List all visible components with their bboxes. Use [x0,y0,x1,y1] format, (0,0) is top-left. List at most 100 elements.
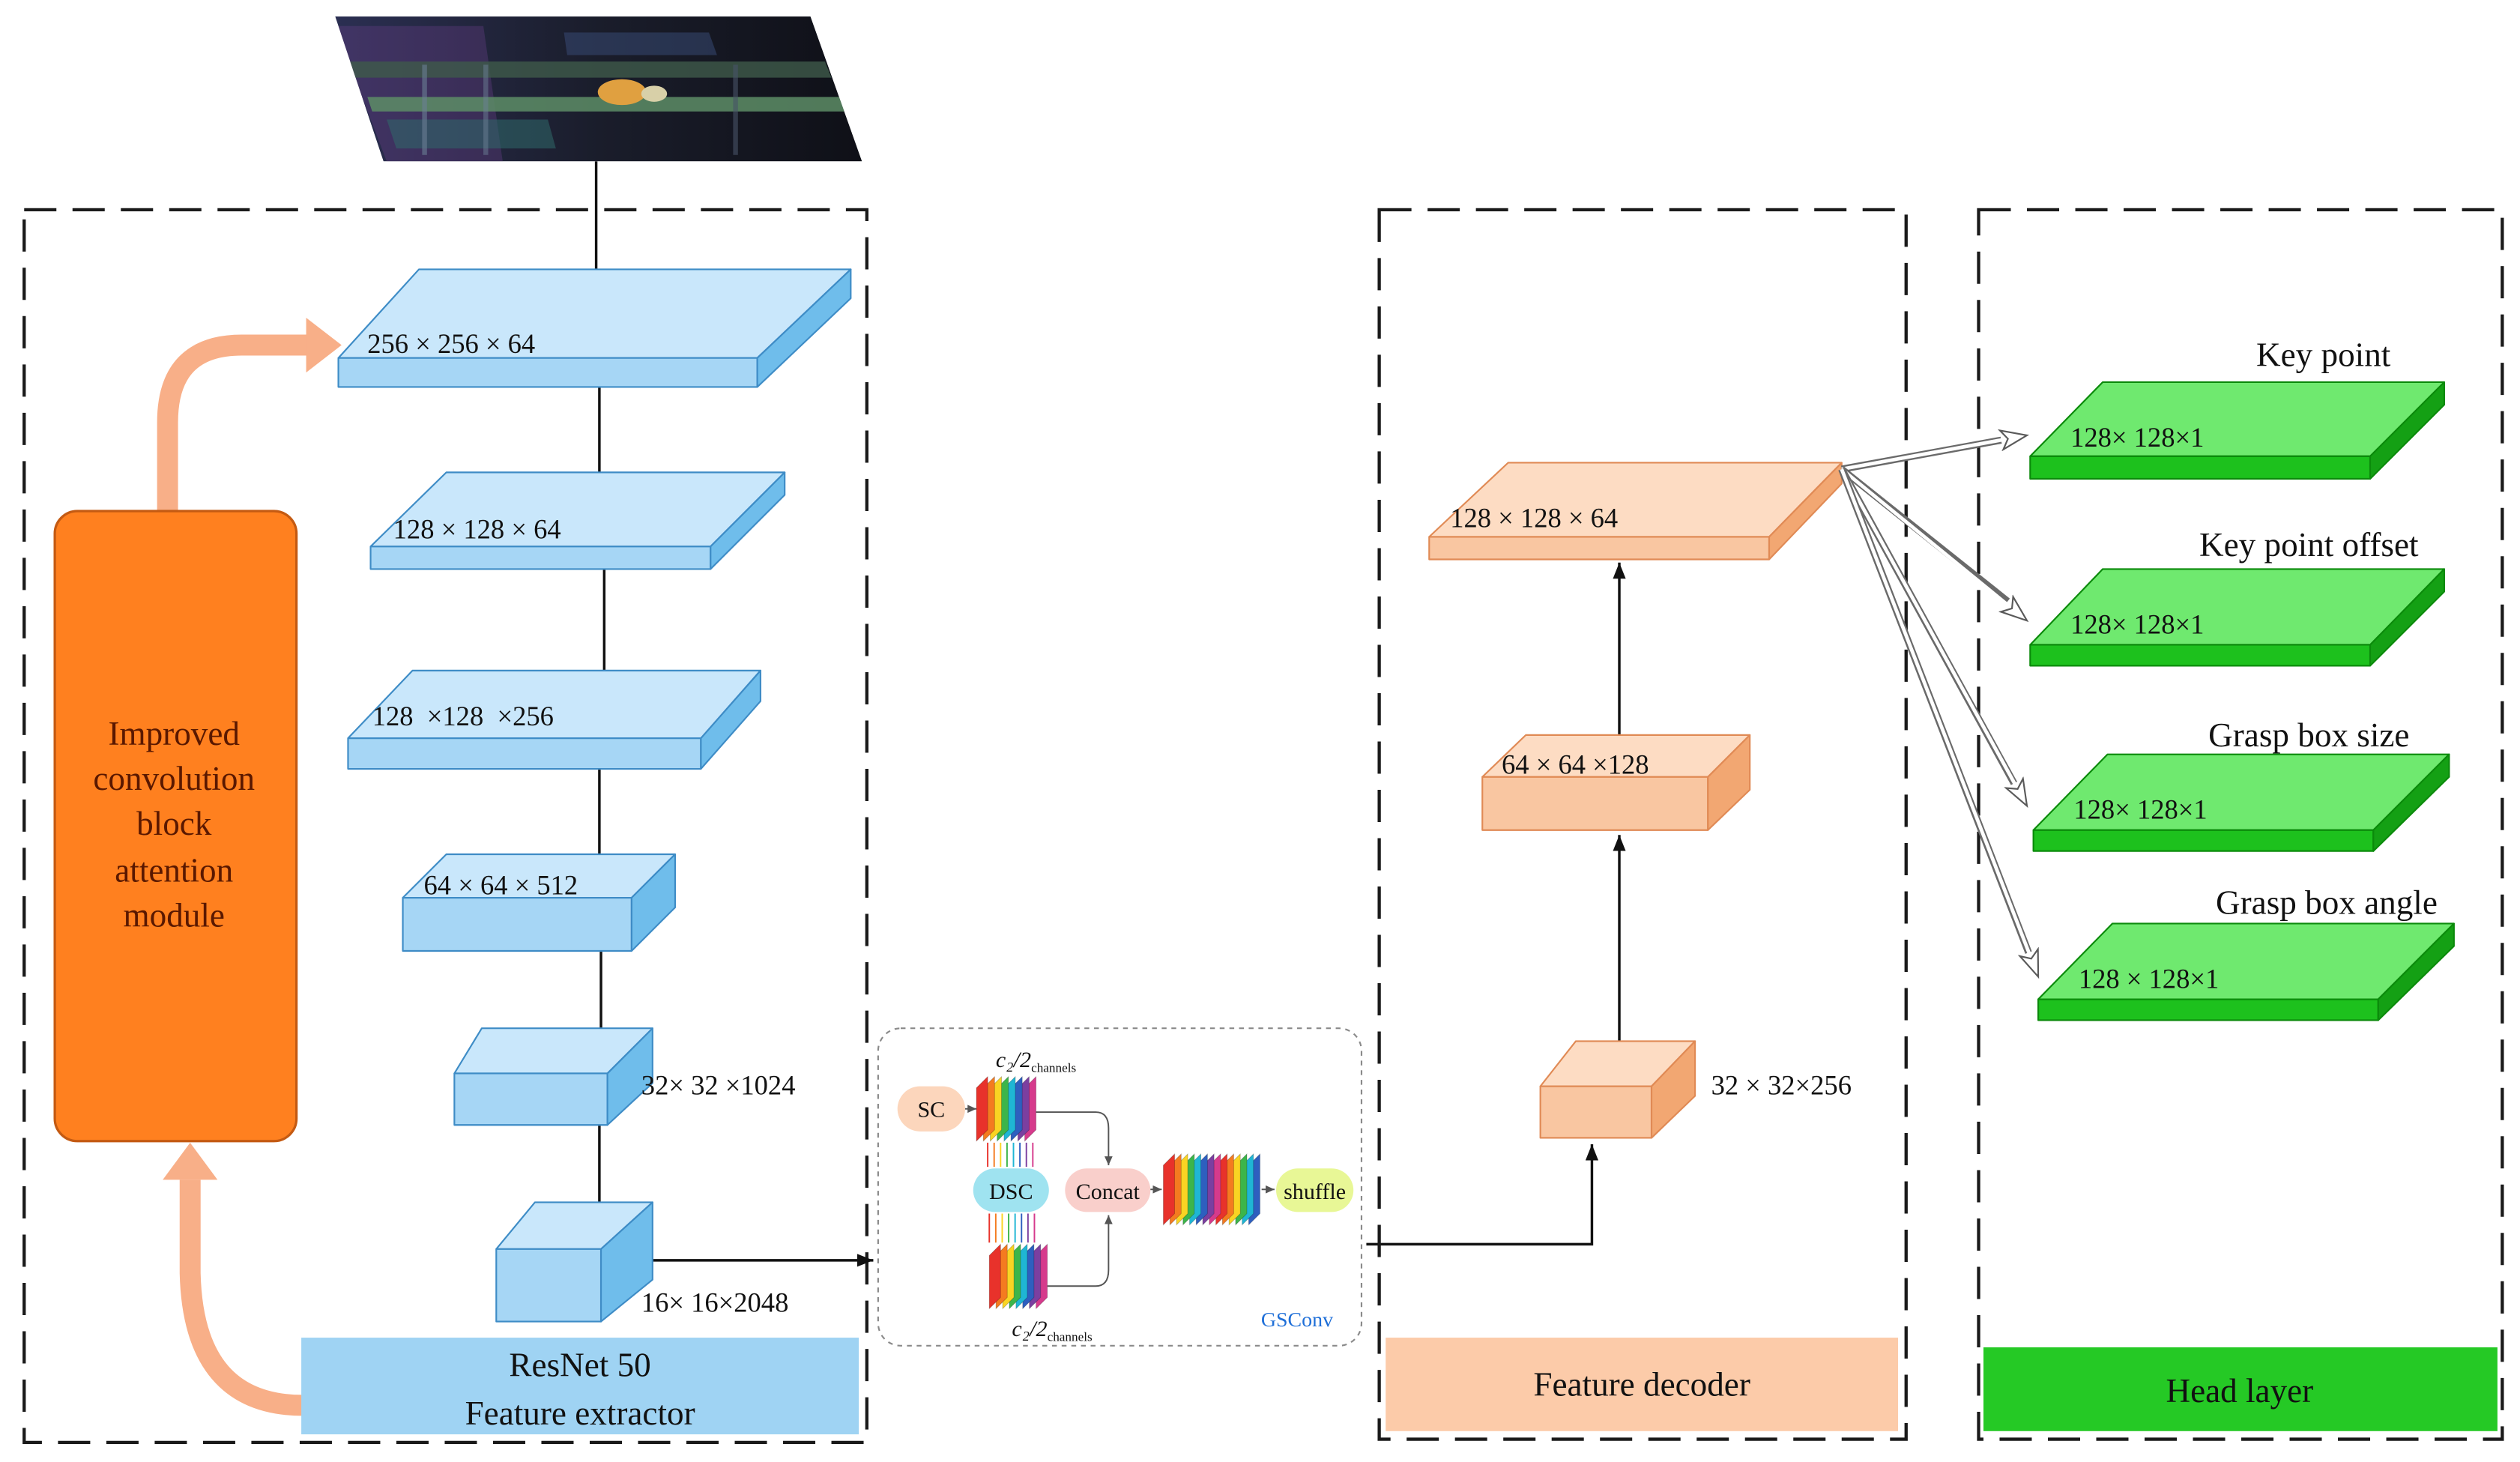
layer-shape-label: 64 × 64 × 512 [424,870,578,901]
layer-shape-label: 128 ×128 ×256 [372,701,554,731]
head-layer-caption: Head layer [2166,1372,2313,1410]
gsconv-module: c₂/2channels SC DSC Concat shuffle [877,1027,1363,1347]
decoder-layer-1: 128 × 128 × 64 [1428,462,1843,561]
gsconv-title: GSConv [1261,1308,1333,1332]
dsc-input-lines [987,1142,1034,1168]
layer-shape-label: 128× 128×1 [2073,794,2207,825]
head-output-name: Key point offset [2199,526,2419,564]
head-output-name: Grasp box size [2208,716,2409,754]
head-output-name: Key point [2256,336,2391,373]
extractor-layer-4: 64 × 64 × 512 [402,853,677,952]
concat-label: Concat [1076,1179,1140,1204]
stack-bottom-to-concat-arrow [1047,1215,1113,1287]
feature-decoder-caption-box: Feature decoder [1386,1338,1899,1431]
layer-shape-label: 128× 128×1 [2070,608,2204,639]
gsconv-stack-bottom [988,1243,1048,1310]
head-output-grasp-box-size: Grasp box size 128× 128×1 [2032,716,2450,852]
slab-side-face [1707,734,1751,831]
gsconv-to-decoder-arrow [1366,1144,1599,1246]
layer-shape-label: 32× 32 ×1024 [641,1069,796,1100]
decoder-layer-3: 32 × 32×256 [1539,1040,1852,1139]
slab-side-face [1768,462,1843,561]
slab-side-face [2377,922,2455,1021]
slab-front-face [1481,776,1709,831]
shuffle-label: shuffle [1284,1179,1346,1204]
attention-feedback-arrow-top [157,317,342,513]
head-output-key-point-offset: Key point offset 128× 128×1 [2029,526,2446,667]
dsc-output-lines [988,1213,1036,1243]
head-arrow-key-point [1840,435,2027,473]
layer-shape-label: 128× 128×1 [2070,422,2204,453]
head-layer-frame [1977,208,2504,1441]
feature-decoder-frame [1377,208,1908,1441]
layer-shape-label: 128 × 128 × 64 [1450,502,1618,533]
feature-extractor-frame [22,208,868,1444]
attention-module-line: convolution [93,760,255,797]
gsconv-stack-merged [1163,1153,1260,1226]
channel-slice [988,1243,1001,1310]
slab-front-face [369,546,712,570]
slab-side-face [756,268,852,388]
slab-front-face [1539,1085,1653,1139]
attention-module-line: module [124,897,225,934]
slab-front-face [1428,536,1771,561]
slab-front-face [347,737,702,770]
feature-extractor-caption: ResNet 50 [509,1347,650,1384]
slab-side-face [710,471,786,570]
slab-side-face [2369,568,2446,667]
slab-side-face [1650,1040,1696,1139]
layer-shape-label: 64 × 64 ×128 [1502,749,1649,779]
gsconv-stack-top [976,1075,1037,1142]
extractor-layer-6: 16× 16×2048 [495,1201,789,1323]
slab-front-face [337,357,758,388]
head-arrow-key-point-offset [1839,466,2027,620]
slab-side-face [2369,381,2446,480]
slab-front-face [495,1248,602,1323]
attention-module-line: Improved [108,715,240,752]
head-arrow-grasp-box-size [1838,467,2029,806]
dsc-label: DSC [989,1179,1033,1204]
head-output-name: Grasp box angle [2216,884,2438,922]
attention-module-line: attention [115,852,233,889]
layer-shape-label: 128 × 128×1 [2079,963,2219,994]
head-arrow-grasp-box-angle [1838,468,2040,976]
channel-slice [976,1075,988,1142]
layer-shape-label: 32 × 32×256 [1711,1069,1852,1100]
slab-side-face [630,853,677,952]
head-output-key-point: Key point 128× 128×1 [2029,336,2446,480]
layer-shape-label: 256 × 256 × 64 [367,328,535,359]
sc-label: SC [917,1096,945,1122]
feature-extractor-caption-box: ResNet 50 Feature extractor [301,1338,859,1435]
channel-label-top: c₂/2channels [951,1045,1109,1078]
feature-extractor-caption: Feature extractor [465,1395,695,1432]
slab-front-face [2032,829,2375,852]
slab-side-face [599,1201,653,1323]
input-image [335,16,862,162]
head-layer-caption-box: Head layer [1983,1347,2498,1431]
channel-slice [1163,1153,1175,1226]
extractor-layer-2: 128 × 128 × 64 [369,471,786,570]
extractor-layer-5: 32× 32 ×1024 [453,1027,796,1126]
channel-label-bottom: c₂/2channels [967,1314,1125,1347]
layer-shape-label: 16× 16×2048 [641,1287,789,1318]
attention-feedback-arrow-bottom [163,1142,303,1416]
dsc-block: DSC [973,1168,1049,1212]
decoder-layer-2: 64 × 64 ×128 [1481,734,1751,831]
slab-front-face [453,1072,608,1126]
slab-front-face [2029,644,2372,667]
slab-side-face [2372,753,2450,852]
stack-top-to-concat-arrow [1036,1111,1113,1165]
extractor-layer-1: 256 × 256 × 64 [337,268,852,388]
attention-module-line: block [136,805,212,842]
slab-front-face [2029,455,2372,480]
slab-side-face [700,669,761,770]
concat-block: Concat [1065,1168,1151,1212]
layer-shape-label: 128 × 128 × 64 [393,514,561,545]
extractor-layer-3: 128 ×128 ×256 [347,669,761,770]
sc-block: SC [897,1086,966,1132]
head-output-grasp-box-angle: Grasp box angle 128 × 128×1 [2037,884,2455,1021]
attention-module-box: Improved convolution block attention mod… [53,510,298,1143]
shuffle-block: shuffle [1276,1168,1354,1212]
slab-front-face [2037,998,2379,1021]
